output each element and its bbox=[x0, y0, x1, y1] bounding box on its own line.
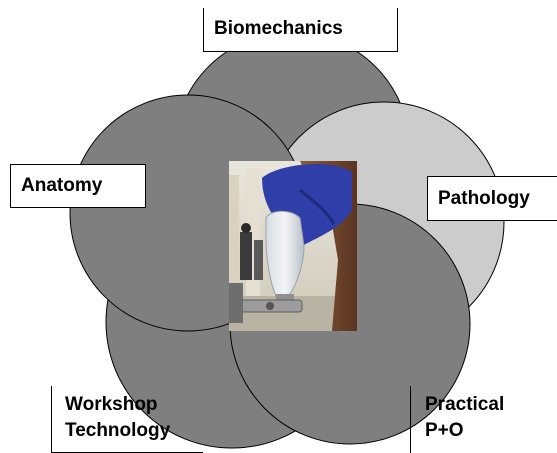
label-anatomy-text: Anatomy bbox=[21, 175, 102, 196]
label-biomechanics-text: Biomechanics bbox=[214, 18, 343, 39]
label-pathology-text: Pathology bbox=[438, 188, 530, 209]
label-workshop-technology: Workshop Technology bbox=[51, 386, 203, 453]
label-pathology: Pathology bbox=[427, 176, 557, 221]
label-workshop-line1: Workshop bbox=[65, 392, 193, 418]
label-practical-line2: P+O bbox=[425, 418, 547, 444]
label-biomechanics: Biomechanics bbox=[203, 8, 398, 52]
label-anatomy: Anatomy bbox=[10, 164, 146, 208]
prosthesis-photo bbox=[229, 161, 357, 331]
label-practical-line1: Practical bbox=[425, 392, 547, 418]
label-practical-po: Practical P+O bbox=[410, 386, 557, 453]
label-workshop-line2: Technology bbox=[65, 418, 193, 444]
